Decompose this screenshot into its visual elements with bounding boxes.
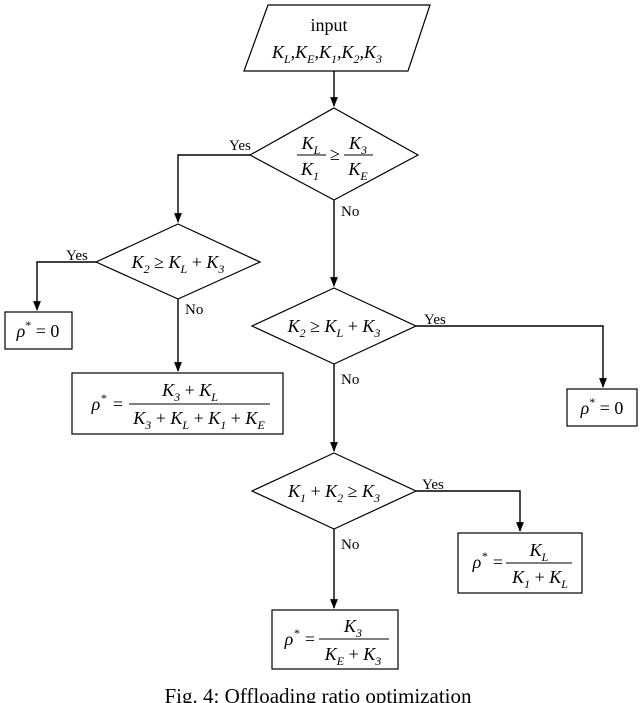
input-label: input bbox=[310, 15, 347, 35]
d3-no-label: No bbox=[341, 372, 359, 388]
svg-text:=: = bbox=[305, 629, 315, 649]
svg-text:=: = bbox=[493, 552, 503, 572]
d2-no-label: No bbox=[185, 302, 203, 318]
svg-text:=: = bbox=[113, 394, 123, 414]
d4-no-label: No bbox=[341, 537, 359, 553]
edge-d1-yes bbox=[174, 154, 250, 223]
output-1-box bbox=[4, 311, 73, 350]
d4-yes-label: Yes bbox=[422, 477, 444, 493]
d1-no-label: No bbox=[341, 204, 359, 220]
output-1-formula: ρ* = 0 bbox=[16, 318, 60, 341]
edge-d2-yes bbox=[33, 261, 96, 311]
output-3-formula: ρ* = 0 bbox=[580, 395, 624, 418]
d3-yes-label: Yes bbox=[424, 312, 446, 328]
d1-yes-label: Yes bbox=[229, 138, 251, 154]
decision-1-condition: KL K1 ≥ K3 KE bbox=[297, 133, 373, 183]
figure-caption: Fig. 4: Offloading ratio optimization bbox=[165, 684, 472, 703]
edge-d4-yes bbox=[416, 490, 524, 532]
edge-d3-yes bbox=[416, 325, 607, 388]
output-3-box bbox=[566, 388, 638, 427]
input-parallelogram bbox=[243, 4, 431, 72]
d2-yes-label: Yes bbox=[66, 248, 88, 264]
svg-text:≥: ≥ bbox=[330, 144, 340, 164]
